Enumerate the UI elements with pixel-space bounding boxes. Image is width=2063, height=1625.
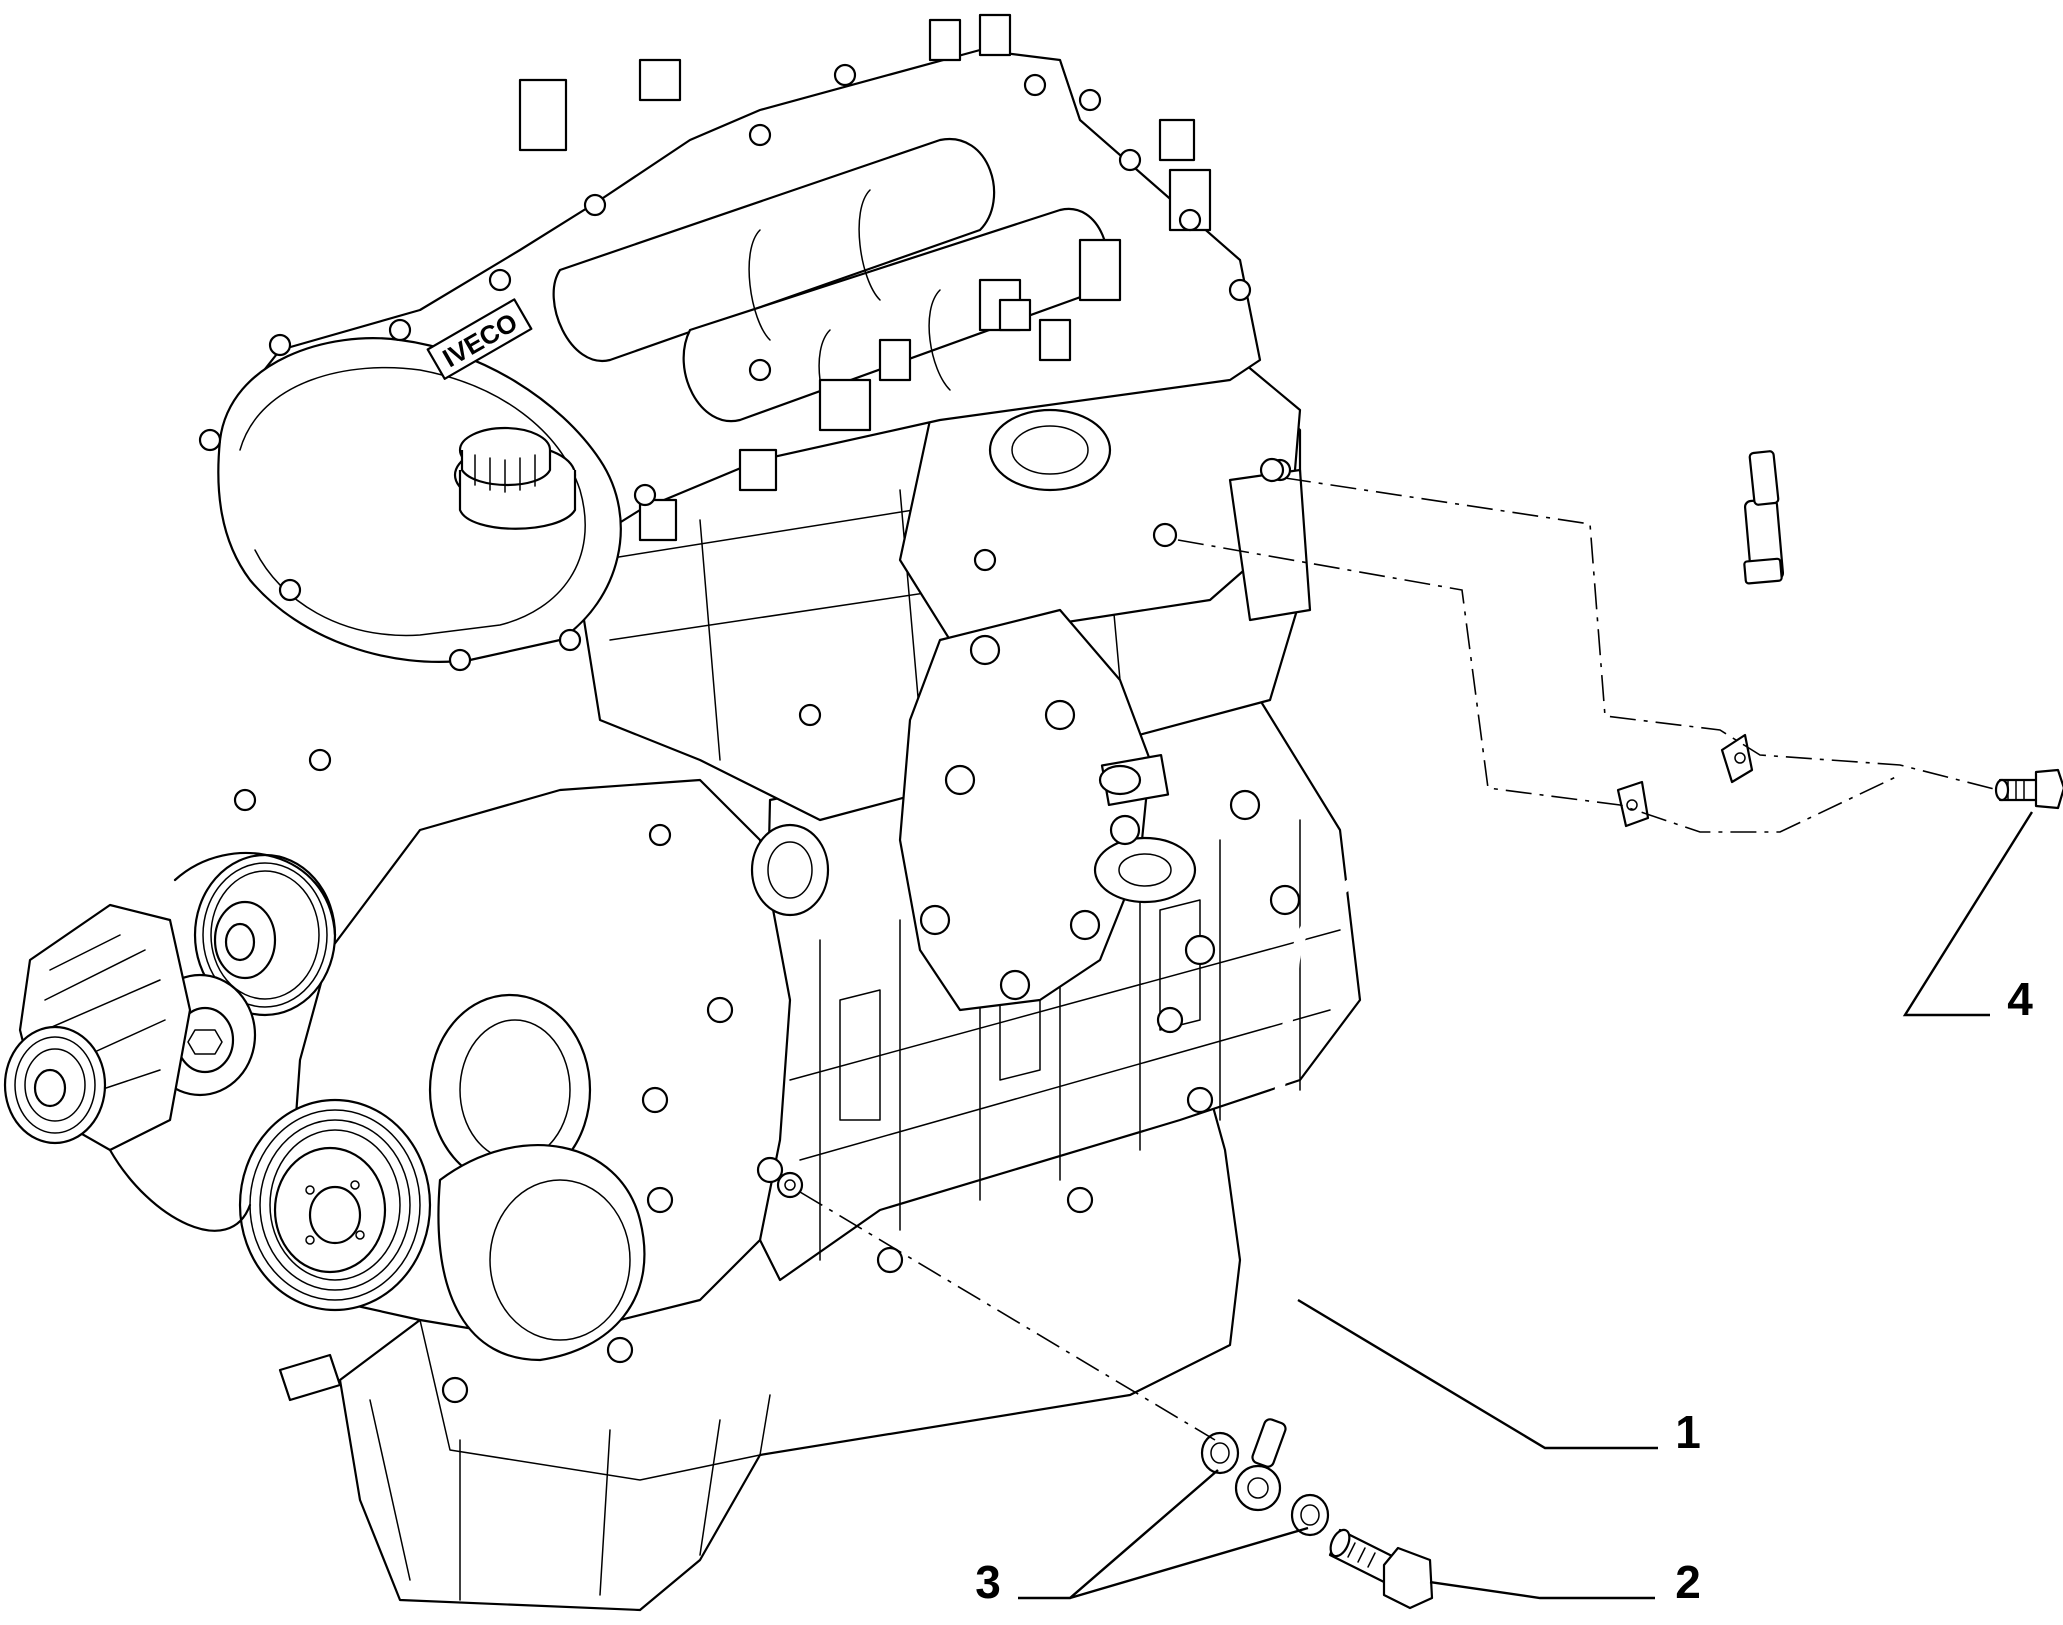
brand-logo-plate <box>426 298 533 380</box>
injector-clamps <box>518 13 1212 542</box>
alternator <box>3 903 192 1152</box>
crankshaft-pulley <box>238 1098 432 1312</box>
flange-bolt <box>1994 768 2063 810</box>
water-pump-housing <box>898 608 1152 1012</box>
pipe-clip-lower <box>1616 780 1650 828</box>
callout-1: 1 <box>1675 1406 1701 1458</box>
water-pump-pulley <box>193 853 337 1017</box>
mount-hole-sump <box>776 1171 804 1199</box>
banjo-fitting <box>1234 1418 1287 1512</box>
mount-hole-lower <box>1152 522 1178 548</box>
sealing-washer-a <box>1200 1431 1240 1475</box>
sealing-washer-b <box>1290 1493 1330 1537</box>
callout-2: 2 <box>1675 1556 1701 1608</box>
callout-4: 4 <box>2007 973 2033 1025</box>
leader-lines <box>1018 811 2034 1600</box>
oil-filler-cap <box>453 426 577 530</box>
assembly-guide-lines <box>799 477 1999 1441</box>
intake-port <box>988 408 1112 492</box>
engine-assembly: IVECO <box>3 13 1362 1612</box>
mount-hole-upper <box>1259 457 1285 483</box>
oil-pipe <box>1234 450 1785 1512</box>
thermostat-outlet <box>1093 836 1197 904</box>
banjo-bolt <box>1328 1528 1434 1610</box>
block-bolts <box>441 634 1301 1404</box>
callout-3: 3 <box>975 1556 1001 1608</box>
pipe-clip-upper <box>1720 733 1754 784</box>
